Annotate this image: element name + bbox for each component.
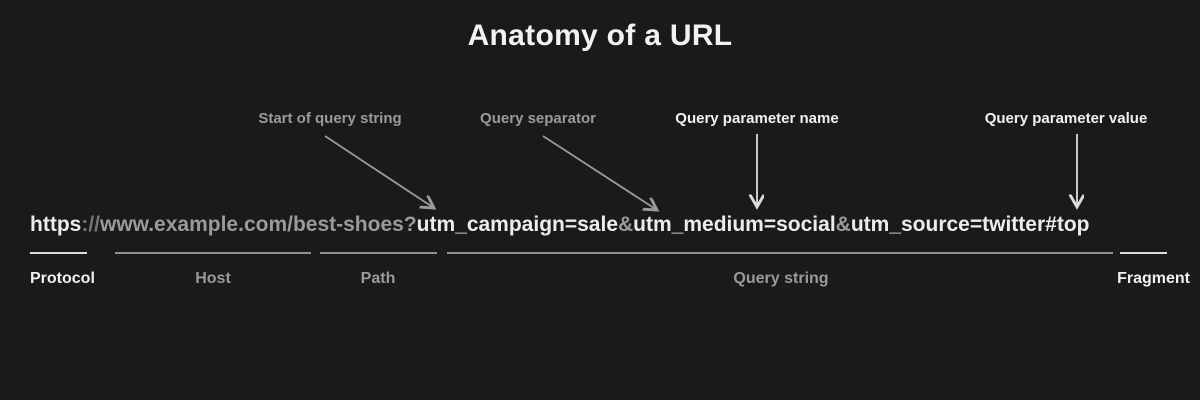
path-underline bbox=[320, 252, 437, 254]
part-label-query-string: Query string bbox=[733, 270, 829, 287]
url-segment-scheme-separator: :// bbox=[81, 213, 100, 236]
url-segment-separator-1: & bbox=[618, 213, 634, 236]
part-label-host: Host bbox=[195, 270, 231, 287]
url-segment-fragment: #top bbox=[1045, 213, 1090, 236]
callout-query-parameter-value: Query parameter value bbox=[984, 110, 1148, 127]
url-segment-param-3: utm_source=twitter bbox=[850, 213, 1046, 236]
url-segment-host: www.example.com bbox=[100, 213, 288, 236]
url-segment-separator-2: & bbox=[835, 213, 851, 236]
url-segment-query-start: ? bbox=[403, 213, 417, 236]
url-segment-path: /best-shoes bbox=[287, 213, 404, 236]
fragment-underline bbox=[1120, 252, 1167, 254]
callout-query-separator: Query separator bbox=[480, 110, 596, 127]
url-text: https://www.example.com/best-shoes?utm_c… bbox=[30, 213, 1089, 237]
url-segment-protocol: https bbox=[30, 213, 82, 236]
url-segment-param-1: utm_campaign=sale bbox=[416, 213, 618, 236]
callout-start-of-query-string: Start of query string bbox=[258, 110, 402, 127]
protocol-underline bbox=[30, 252, 87, 254]
diagram-title: Anatomy of a URL bbox=[467, 19, 733, 52]
arrow-to-question-mark-icon bbox=[324, 135, 434, 208]
part-label-protocol: Protocol bbox=[30, 270, 95, 287]
part-label-fragment: Fragment bbox=[1117, 270, 1190, 287]
host-underline bbox=[115, 252, 311, 254]
part-label-path: Path bbox=[360, 270, 396, 287]
arrow-to-ampersand-icon bbox=[542, 135, 657, 210]
query-string-underline bbox=[447, 252, 1113, 254]
callout-query-parameter-name: Query parameter name bbox=[675, 110, 839, 127]
url-segment-param-2: utm_medium=social bbox=[633, 213, 836, 236]
